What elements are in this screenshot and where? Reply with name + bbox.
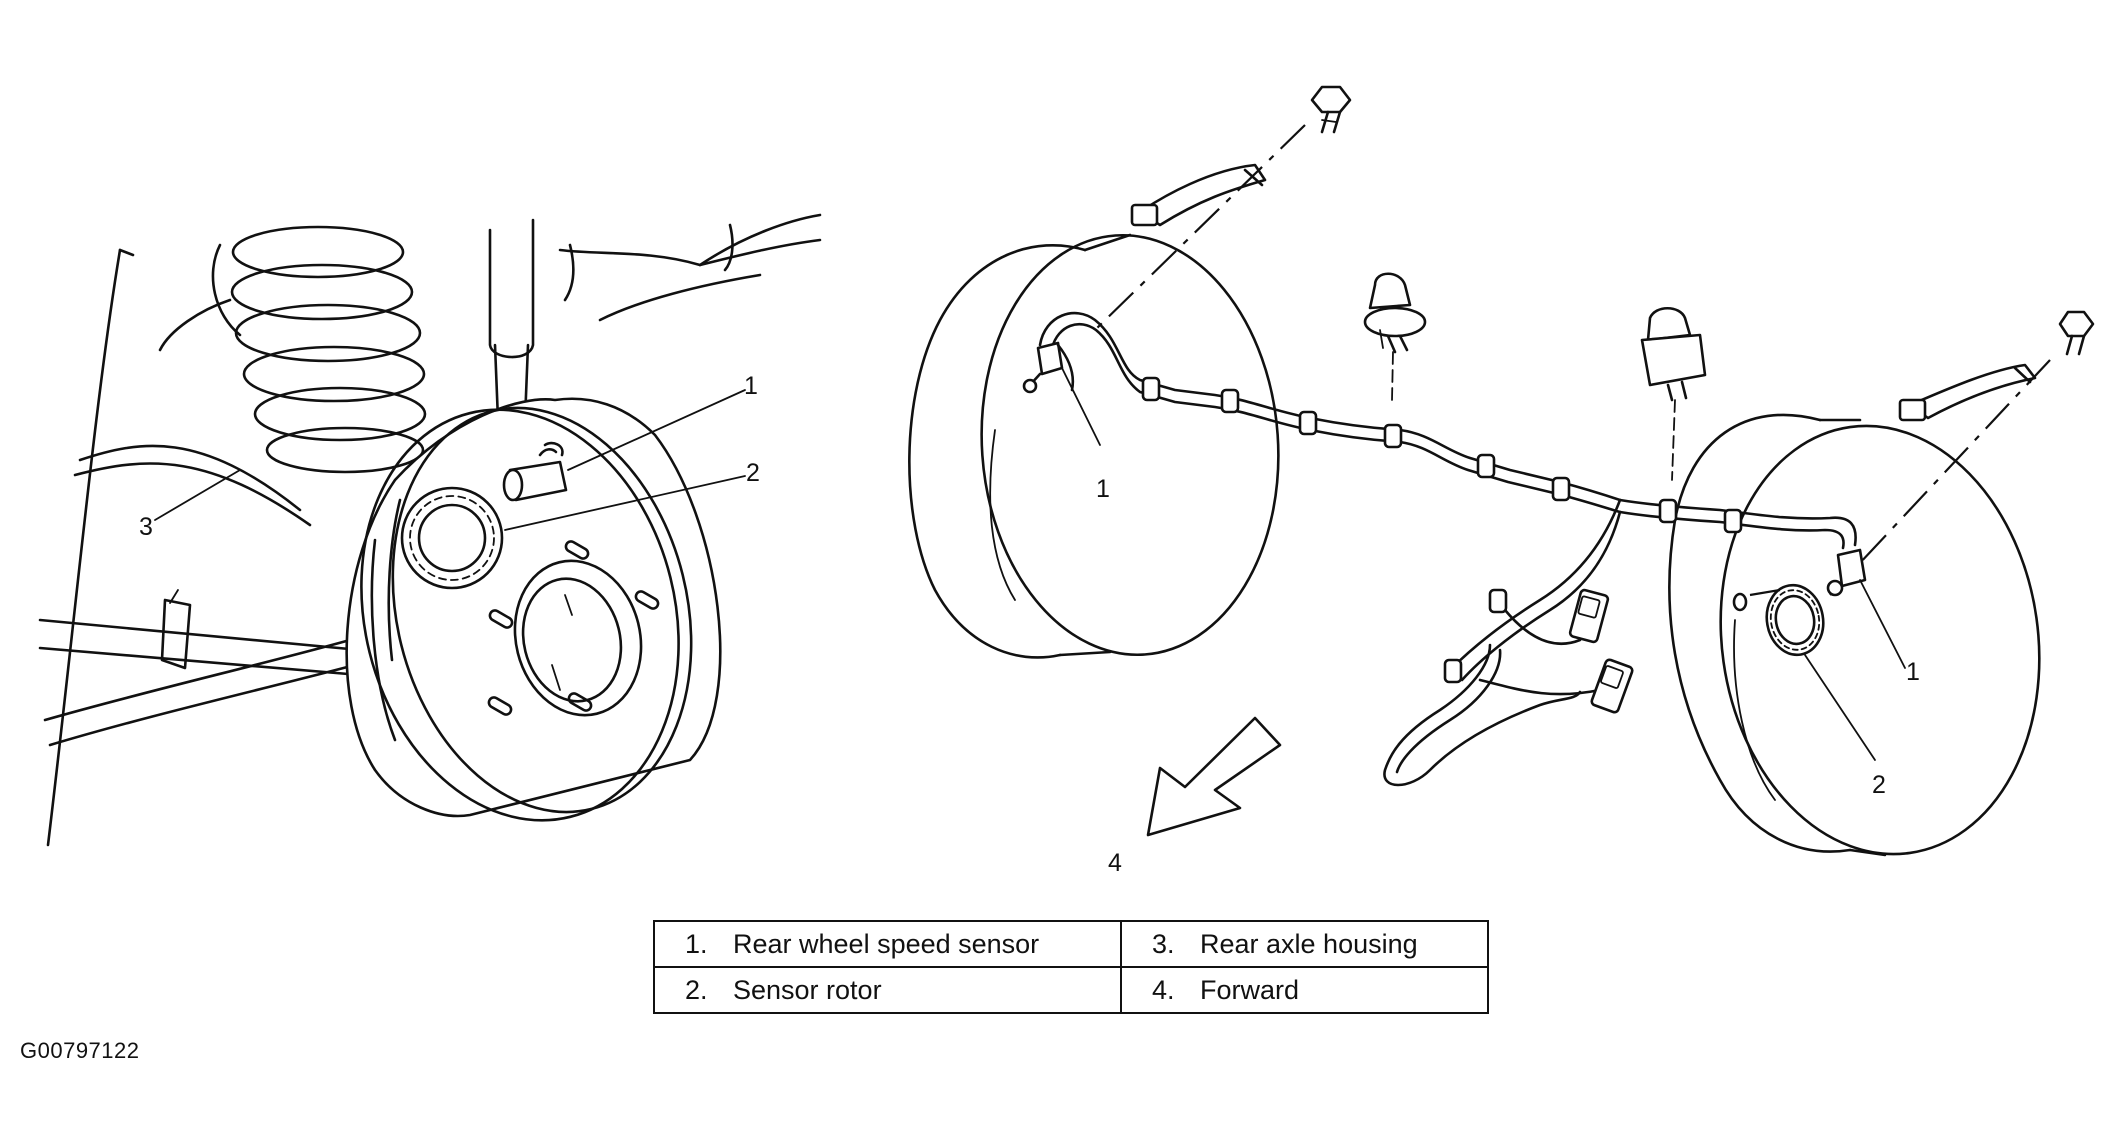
drum-hub <box>499 547 657 728</box>
wheel-speed-sensor-right-view-left <box>1024 343 1073 392</box>
harness-clip-right <box>1642 308 1705 400</box>
harness-clip-left <box>1365 274 1425 352</box>
legend-cell: 3.Rear axle housing <box>1120 920 1489 968</box>
sensor-rotor-left <box>402 488 502 588</box>
body-panel-outline <box>48 250 120 845</box>
harness-bracket-left <box>1132 165 1265 225</box>
leader-left-3 <box>155 470 240 520</box>
left-rear-wheel <box>909 225 1292 665</box>
bracket-leader-left <box>1095 125 1305 330</box>
legend-row: 1.Rear wheel speed sensor 3.Rear axle ho… <box>653 920 1489 968</box>
left-detail-view <box>40 215 820 854</box>
leader-left-1 <box>568 390 745 470</box>
wheel-speed-sensor-harness <box>1040 313 1856 785</box>
leader-left-2 <box>505 476 745 530</box>
forward-arrow <box>1148 718 1280 835</box>
brake-drum <box>319 376 732 855</box>
leader-right-2 <box>1805 655 1875 760</box>
wheel-speed-sensor-left <box>504 443 566 500</box>
harness-bracket-right <box>1900 365 2035 420</box>
harness-grommets <box>1143 378 1741 682</box>
callout-right-4: 4 <box>1108 849 1122 877</box>
bolt-left <box>1312 87 1350 132</box>
legend-row: 2.Sensor rotor 4.Forward <box>653 966 1489 1014</box>
bolt-right <box>2060 312 2093 354</box>
right-routing-view <box>909 87 2093 875</box>
legend-cell: 2.Sensor rotor <box>653 966 1122 1014</box>
callout-left-2: 2 <box>746 459 760 487</box>
bracket-leader-right <box>1830 360 2050 595</box>
legend-cell: 4.Forward <box>1120 966 1489 1014</box>
callout-right-1a: 1 <box>1096 475 1110 503</box>
right-rear-wheel <box>1669 405 2066 875</box>
callout-left-1: 1 <box>744 372 758 400</box>
leader-right-1a <box>1062 368 1100 445</box>
legend-table: 1.Rear wheel speed sensor 3.Rear axle ho… <box>653 920 1489 1014</box>
leader-right-1b <box>1860 580 1905 668</box>
callout-left-3: 3 <box>139 513 153 541</box>
coil-spring <box>232 227 425 472</box>
sensor-rotor-right <box>1761 581 1828 660</box>
rear-axle-housing <box>40 620 360 650</box>
figure-id: G00797122 <box>20 1038 140 1063</box>
harness-connectors <box>1569 589 1633 713</box>
wheel-speed-sensor-right-view-right <box>1828 550 1865 595</box>
callout-right-1b: 1 <box>1906 658 1920 686</box>
shock-absorber <box>490 220 533 357</box>
legend-cell: 1.Rear wheel speed sensor <box>653 920 1122 968</box>
callout-right-2: 2 <box>1872 771 1886 799</box>
